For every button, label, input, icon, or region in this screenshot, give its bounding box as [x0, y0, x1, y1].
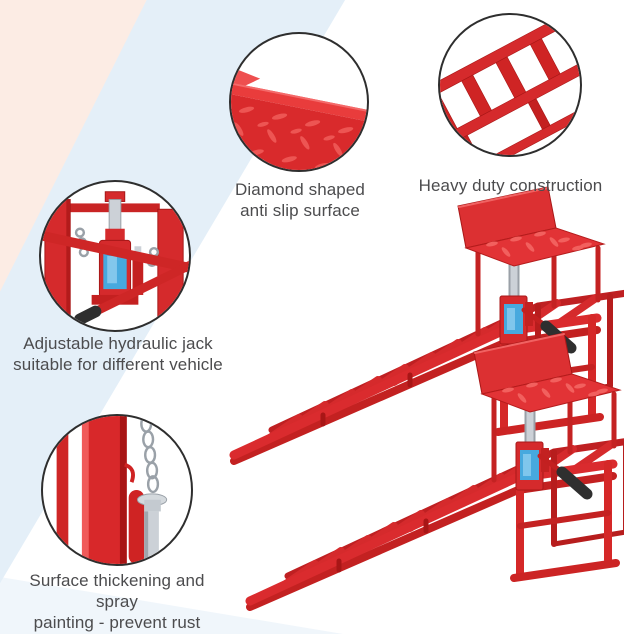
jack-piston	[108, 199, 122, 234]
chain	[140, 416, 160, 494]
label-line: Heavy duty construction	[418, 176, 603, 195]
lift-platform	[457, 186, 606, 267]
jack-handle-rod	[87, 260, 189, 319]
painted-post	[81, 416, 127, 564]
jack-closeup	[41, 191, 189, 330]
label-line: anti slip surface	[240, 201, 360, 220]
rust-protection-zoom-circle	[41, 414, 193, 566]
frame-closeup	[440, 15, 580, 155]
ramp-front	[229, 186, 624, 465]
diamond-plate-closeup	[231, 67, 367, 170]
label-line: Adjustable hydraulic jack	[23, 334, 213, 353]
diamond-plate-marks	[486, 231, 592, 257]
hydraulic-jack-label: Adjustable hydraulic jack suitable for d…	[12, 333, 224, 375]
rust-protection-label: Surface thickening and spray painting - …	[8, 570, 226, 633]
handle-grip	[74, 305, 102, 326]
hydraulic-jack-zoom-circle	[39, 180, 191, 332]
label-line: Diamond shaped	[235, 180, 365, 199]
cross-beam	[41, 230, 189, 273]
label-line: Surface thickening and spray	[29, 571, 205, 611]
anti-slip-zoom-circle	[229, 32, 369, 172]
heavy-duty-label: Heavy duty construction	[408, 175, 613, 196]
post-closeup	[56, 416, 168, 564]
anti-slip-label: Diamond shaped anti slip surface	[205, 179, 395, 221]
label-line: painting - prevent rust	[33, 613, 201, 632]
label-line: suitable for different vehicle	[13, 355, 223, 374]
platform-plate	[464, 227, 606, 267]
heavy-duty-zoom-circle	[438, 13, 582, 157]
